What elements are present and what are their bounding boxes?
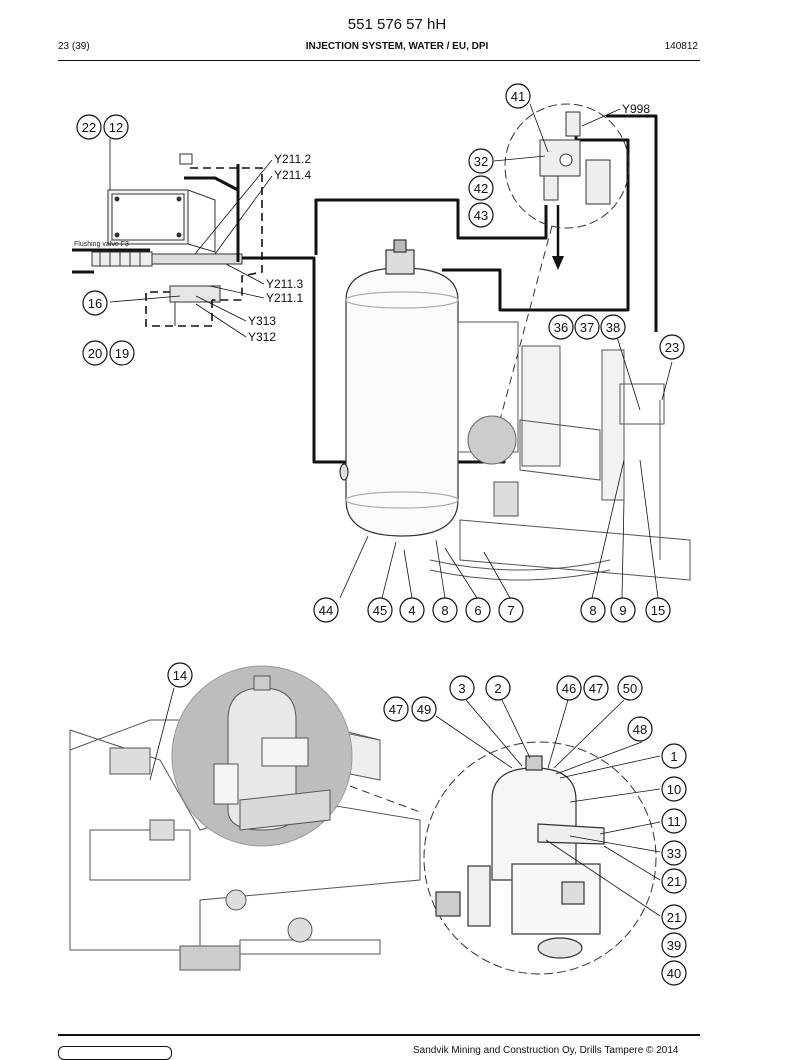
detail-circle-top [504,103,630,229]
page-indicator: 23 (39) [58,41,90,52]
footer-rule [58,1034,700,1036]
revision-date: 140812 [664,41,698,52]
valve-panel [91,153,243,326]
detail-valve [539,111,611,205]
highlight-zone [171,665,353,847]
machine-frame [429,321,691,581]
header-rule [58,60,700,61]
footer-copyright: Sandvik Mining and Construction Oy, Dril… [413,1045,679,1056]
sandvik-logo [58,1046,172,1060]
flow-arrow [552,205,564,270]
detail-tank [435,755,605,959]
document-number: 551 576 57 hH [347,16,447,33]
detail-circle-bottom [423,741,657,975]
water-tank [339,239,459,537]
page-title: INJECTION SYSTEM, WATER / EU, DPI [305,41,489,52]
